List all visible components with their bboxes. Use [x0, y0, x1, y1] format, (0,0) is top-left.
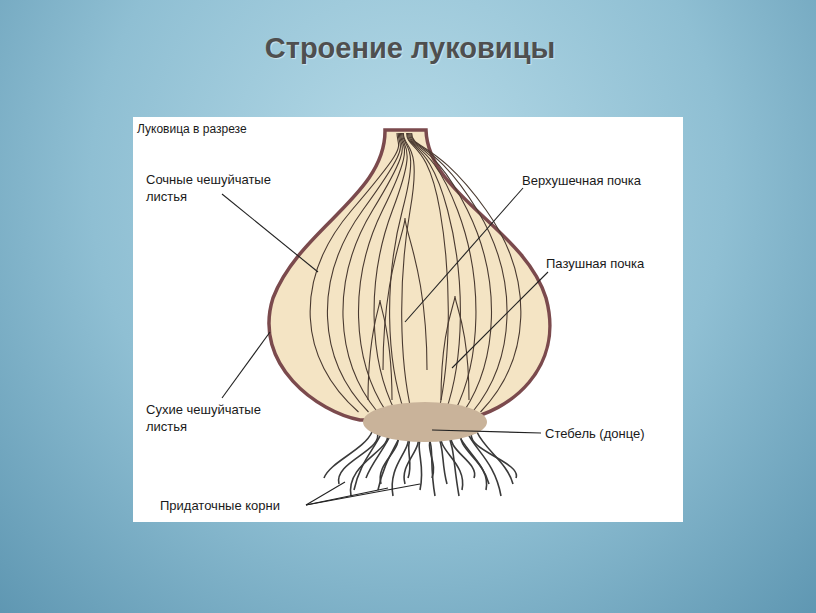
part-label: Сухие чешуйчатые листья [146, 401, 286, 435]
panel-caption: Луковица в разрезе [137, 121, 337, 138]
part-label: Пазушная почка [546, 255, 676, 272]
leader-lines [222, 188, 548, 505]
bulb-outline [269, 130, 550, 420]
slide-title: Строение луковицы [160, 32, 660, 65]
part-label: Верхушечная почка [522, 172, 672, 189]
part-label: Сочные чешуйчатые листья [146, 171, 286, 205]
basal-plate [363, 402, 487, 442]
part-label: Придаточные корни [160, 497, 310, 514]
scale-lines [310, 133, 521, 412]
part-label: Стебель (донце) [545, 425, 679, 442]
